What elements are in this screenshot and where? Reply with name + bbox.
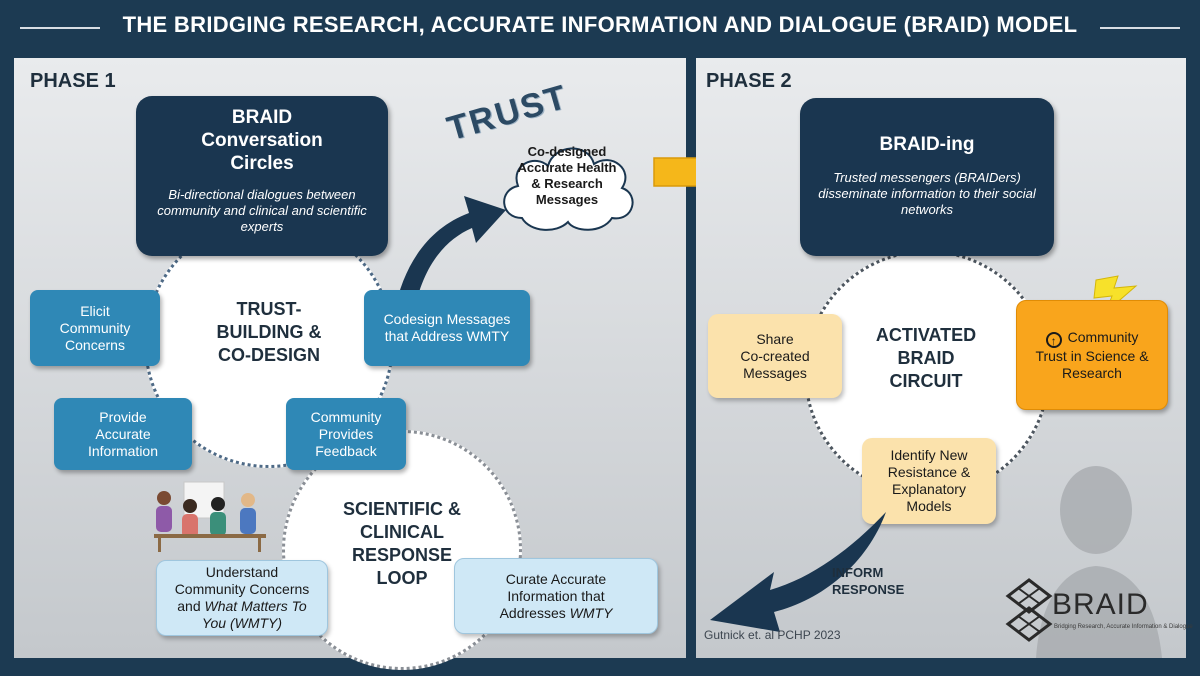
braiding-desc: Trusted messengers (BRAIDers) disseminat… xyxy=(818,170,1036,217)
phase1-panel: PHASE 1 SCIENTIFIC & CLINICAL RESPONSE L… xyxy=(14,58,686,670)
messenger-silhouette xyxy=(1036,466,1162,658)
page-title: THE BRIDGING RESEARCH, ACCURATE INFORMAT… xyxy=(122,12,1078,37)
community-trust-box: ↑Community Trust in Science & Research xyxy=(1016,300,1168,410)
title-rule-left xyxy=(20,27,100,29)
phase1-label: PHASE 1 xyxy=(30,70,116,92)
braiding-box: BRAID-ing Trusted messengers (BRAIDers) … xyxy=(800,98,1054,256)
inform-response-arrow xyxy=(710,512,886,632)
braid-logo-mark xyxy=(1005,578,1053,642)
citation-text: Gutnick et. al PCHP 2023 xyxy=(704,628,841,642)
understand-italic: What Matters To You xyxy=(201,598,307,631)
phase2-label: PHASE 2 xyxy=(706,70,792,92)
conversation-circles-desc: Bi-directional dialogues between communi… xyxy=(157,187,367,234)
title-rule-right xyxy=(1100,27,1180,29)
braiding-title: BRAID-ing xyxy=(879,134,975,155)
community-feedback-box: Community Provides Feedback xyxy=(286,398,406,470)
curate-italic: WMTY xyxy=(569,604,613,621)
cloud-shape xyxy=(503,147,634,231)
scientific-loop-label: SCIENTIFIC & CLINICAL RESPONSE LOOP xyxy=(342,499,461,588)
inform-response-label: INFORM RESPONSE xyxy=(832,565,905,597)
understand-text: Understand Community Concerns and xyxy=(174,564,310,614)
cloud-text: Co-designed Accurate Health & Research M… xyxy=(517,144,617,207)
elicit-concerns-box: Elicit Community Concerns xyxy=(30,290,160,366)
codesign-messages-box: Codesign Messages that Address WMTY xyxy=(364,290,530,366)
curate-text: Curate Accurate Information that Address… xyxy=(499,570,607,621)
curved-arrow-to-cloud xyxy=(394,196,506,313)
provide-information-box: Provide Accurate Information xyxy=(54,398,192,470)
understand-concerns-box: Understand Community Concerns and What M… xyxy=(156,560,328,636)
phase2-panel: PHASE 2 ACTIVATED BRAID CIRCUIT BRAID-in… xyxy=(696,58,1193,658)
up-arrow-icon: ↑ xyxy=(1045,331,1062,348)
curate-information-box: Curate Accurate Information that Address… xyxy=(454,558,658,634)
conversation-circles-title: BRAID Conversation Circles xyxy=(201,107,323,174)
share-messages-box: Share Co-created Messages xyxy=(708,314,842,398)
braid-logo-subtitle: Bridging Research, Accurate Information … xyxy=(1054,624,1193,630)
understand-tail: (WMTY) xyxy=(226,615,283,631)
trust-building-label: TRUST- BUILDING & CO-DESIGN xyxy=(216,299,322,365)
community-group-illustration xyxy=(154,481,266,552)
braid-conversation-circles-box: BRAID Conversation Circles Bi-directiona… xyxy=(136,96,388,256)
community-trust-text: Community Trust in Science & Research xyxy=(1035,328,1149,381)
activated-circuit-label: ACTIVATED BRAID CIRCUIT xyxy=(875,325,977,391)
lightning-icon xyxy=(1093,275,1138,313)
braid-logo-text: BRAID xyxy=(1052,588,1149,621)
identify-resistance-box: Identify New Resistance & Explanatory Mo… xyxy=(862,438,996,524)
